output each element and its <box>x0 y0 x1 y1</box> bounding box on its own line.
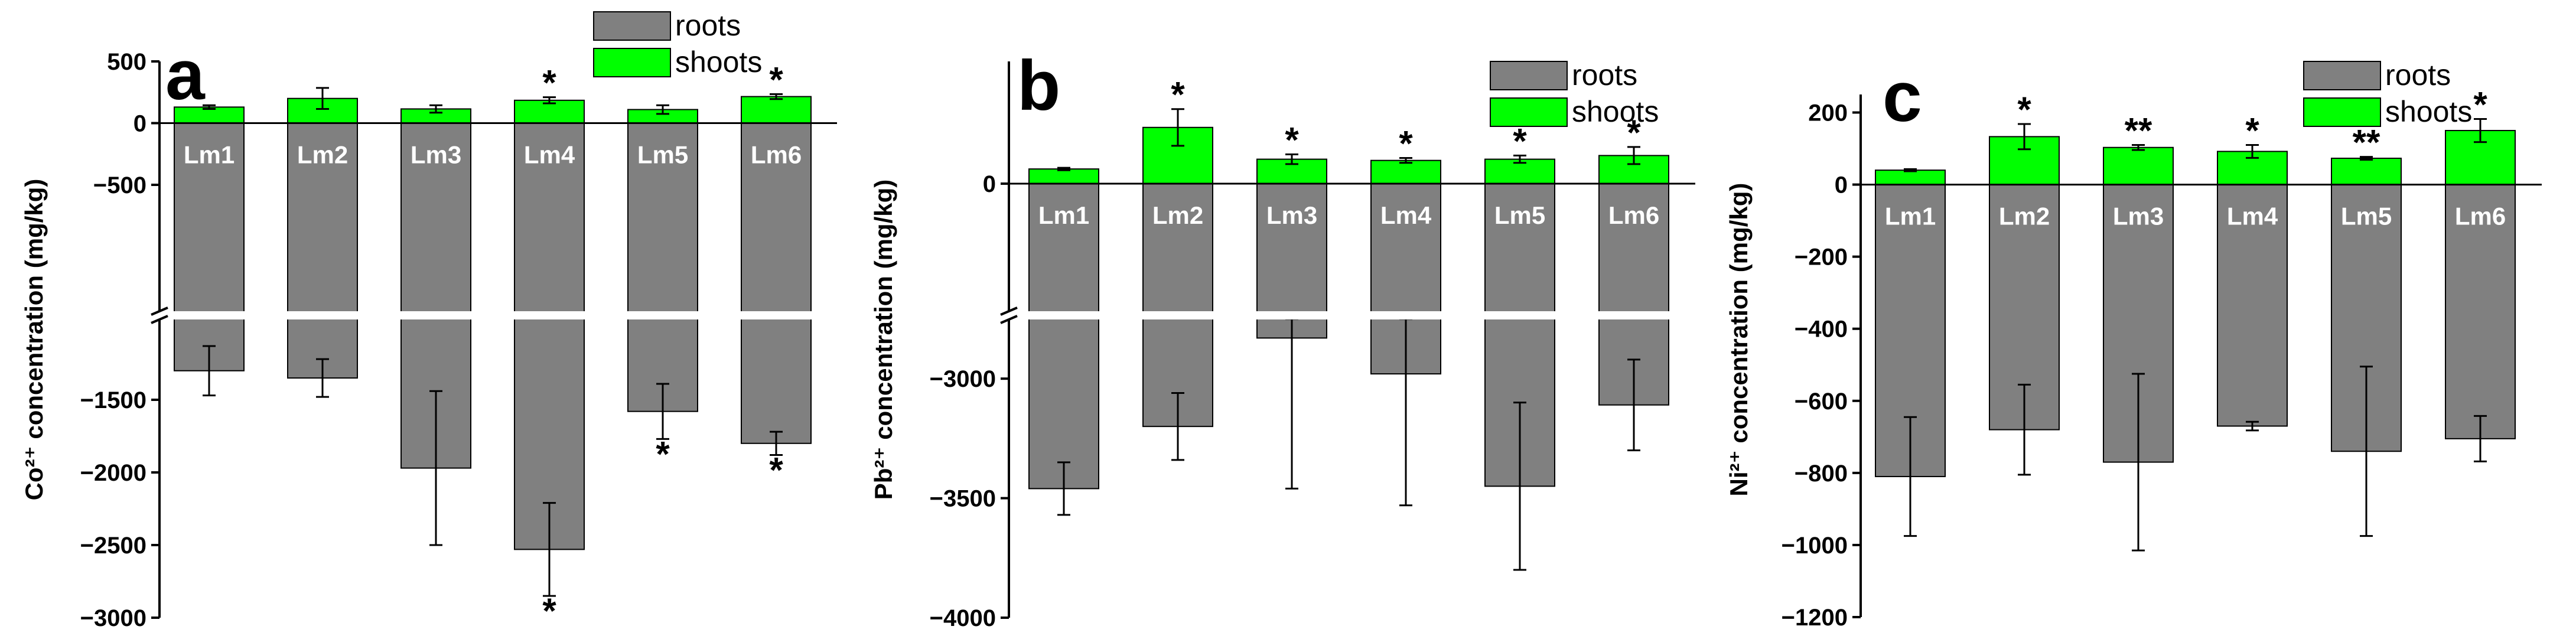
y-tick-label-3: −400 <box>1795 317 1848 343</box>
y-tick-label-3: −4000 <box>930 605 996 631</box>
category-label-4: Lm5 <box>637 141 688 169</box>
shoots-bar-0 <box>1028 168 1099 185</box>
y-tick-label-4: −2000 <box>80 460 146 486</box>
chart-panel-a: * * * * * Lm1 Lm2 Lm3 Lm4 Lm5 Lm6 500 0 −500 −1500 −200… <box>20 9 861 631</box>
panel-label: a <box>165 35 206 115</box>
roots-bar-1 <box>1142 183 1213 428</box>
axis-break-mark-lower <box>151 315 168 324</box>
y-tick-label-7: −1200 <box>1782 605 1848 631</box>
shoots-significance-5: * <box>1627 113 1641 152</box>
category-label-0: Lm1 <box>1885 203 1936 230</box>
category-label-5: Lm6 <box>751 141 802 169</box>
y-tick-label-2: −200 <box>1795 244 1848 270</box>
shoots-significance-1: * <box>1171 75 1185 115</box>
panel-label: b <box>1017 46 1060 125</box>
axis-break-mark-lower <box>1000 315 1018 324</box>
y-tick-label-1: 0 <box>133 111 146 137</box>
roots-bar-3 <box>514 122 585 550</box>
category-label-4: Lm5 <box>1494 201 1545 229</box>
shoots-significance-2: ** <box>2125 110 2152 150</box>
shoots-significance-2: * <box>1285 120 1299 159</box>
shoots-significance-4: ** <box>2353 123 2380 162</box>
y-tick-label-1: 0 <box>1835 172 1848 198</box>
shoots-significance-1: * <box>2017 90 2031 129</box>
category-label-5: Lm6 <box>1608 201 1659 229</box>
category-label-1: Lm2 <box>1999 203 2050 230</box>
shoots-significance-3: * <box>542 63 556 103</box>
shoots-bar-5 <box>741 96 812 124</box>
axis-break-mark-upper <box>1000 306 1018 316</box>
y-tick-label-0: 500 <box>107 49 146 75</box>
axis-break-mark-upper <box>151 306 168 316</box>
category-label-3: Lm4 <box>1380 201 1432 229</box>
y-tick-label-4: −600 <box>1795 389 1848 415</box>
category-label-5: Lm6 <box>2455 203 2506 230</box>
legend-swatch-roots <box>1490 61 1568 90</box>
shoots-significance-5: * <box>2473 85 2487 125</box>
axis-break-gap <box>148 311 861 319</box>
panel-label: c <box>1883 57 1922 136</box>
shoots-significance-5: * <box>769 60 783 99</box>
category-label-3: Lm4 <box>524 141 575 169</box>
y-tick-label-6: −3000 <box>80 605 146 631</box>
legend-label-roots: roots <box>2385 58 2451 92</box>
category-label-2: Lm3 <box>411 141 461 169</box>
y-tick-label-5: −800 <box>1795 461 1848 487</box>
axis-break-gap <box>997 311 1719 319</box>
shoots-bar-0 <box>1875 169 1946 185</box>
roots-significance-3: * <box>542 591 556 631</box>
roots-significance-5: * <box>769 450 783 490</box>
legend-label-shoots: shoots <box>675 45 762 79</box>
y-tick-label-5: −2500 <box>80 533 146 559</box>
legend-label-roots: roots <box>675 9 741 42</box>
legend-label-shoots: shoots <box>1572 95 1659 128</box>
category-label-2: Lm3 <box>1266 201 1317 229</box>
shoots-bar-2 <box>2103 146 2174 185</box>
shoots-significance-4: * <box>1513 121 1527 161</box>
category-label-1: Lm2 <box>297 141 348 169</box>
category-label-2: Lm3 <box>2113 203 2164 230</box>
legend-swatch-shoots <box>2303 97 2381 127</box>
legend-swatch-roots <box>593 11 671 41</box>
chart-panel-b: * * * * * Lm1 Lm2 Lm3 Lm4 Lm5 Lm6 0 −3000 −3500 −4000 P… <box>869 46 1719 631</box>
y-tick-label-2: −3500 <box>930 486 996 512</box>
y-tick-label-3: −1500 <box>80 387 146 413</box>
legend-label-roots: roots <box>1572 58 1637 92</box>
y-axis-label: Pb²⁺ concentration (mg/kg) <box>869 180 897 500</box>
y-axis-label: Ni²⁺ concentration (mg/kg) <box>1725 183 1753 497</box>
category-label-0: Lm1 <box>184 141 235 169</box>
y-tick-label-0: 0 <box>983 171 996 197</box>
roots-bar-3 <box>2217 184 2288 427</box>
roots-significance-4: * <box>656 434 670 474</box>
roots-bar-0 <box>1028 183 1099 490</box>
y-tick-label-1: −3000 <box>930 366 996 392</box>
legend-label-shoots: shoots <box>2385 95 2472 128</box>
legend-swatch-roots <box>2303 61 2381 90</box>
shoots-significance-3: * <box>2245 110 2259 150</box>
category-label-3: Lm4 <box>2227 203 2278 230</box>
y-tick-label-0: 200 <box>1808 100 1848 126</box>
shoots-bar-3 <box>1370 159 1441 185</box>
shoots-significance-3: * <box>1399 124 1413 164</box>
y-axis-label: Co²⁺ concentration (mg/kg) <box>20 179 48 501</box>
y-tick-label-6: −1000 <box>1782 533 1848 559</box>
roots-bar-0 <box>174 122 245 371</box>
category-label-4: Lm5 <box>2341 203 2392 230</box>
category-label-1: Lm2 <box>1152 201 1203 229</box>
roots-bar-5 <box>741 122 812 444</box>
category-label-0: Lm1 <box>1038 201 1089 229</box>
y-tick-label-2: −500 <box>93 172 146 198</box>
legend-swatch-shoots <box>593 48 671 77</box>
legend-swatch-shoots <box>1490 97 1568 127</box>
shoots-bar-4 <box>2331 158 2402 185</box>
